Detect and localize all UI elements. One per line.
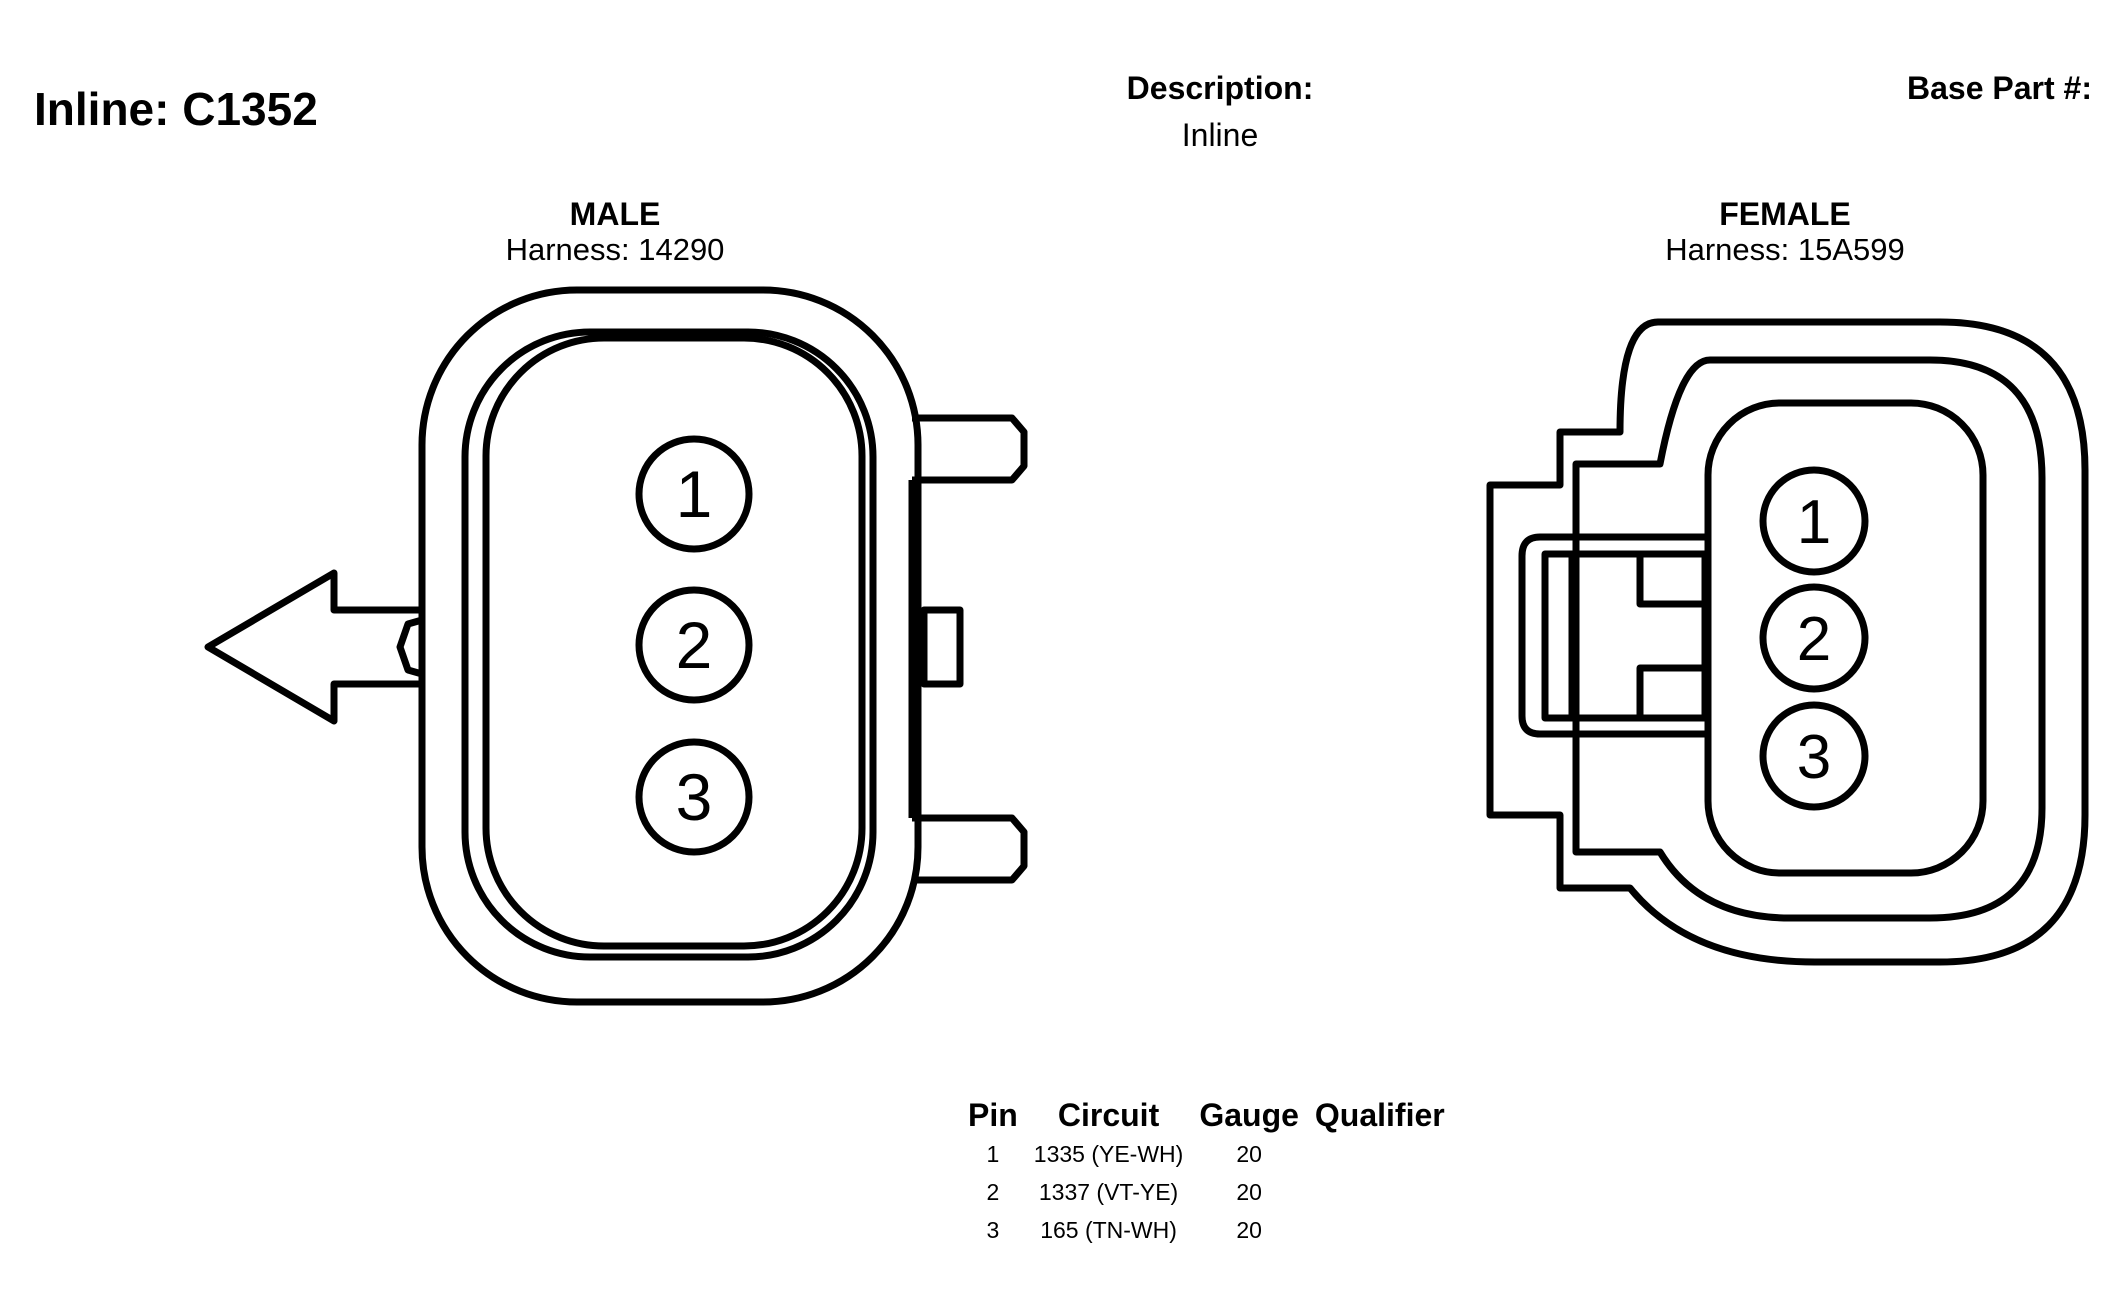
row-circuit: 165 (TN-WH) [1040,1217,1177,1243]
pin-table-header: Pin Circuit Gauge Qualifier [960,1095,1453,1135]
male-pin-2-label: 2 [676,608,713,682]
male-center-tab [920,606,964,688]
male-pin-3-circle [635,738,753,856]
female-lock-step-bottom [1636,664,1708,718]
header-qualifier: Qualifier [1314,1097,1445,1133]
row-qualifier [1307,1135,1453,1173]
table-row: 3 165 (TN-WH) 20 [960,1211,1453,1249]
row-circuit: 1335 (YE-WH) [1033,1141,1184,1167]
male-pin-1-circle [635,435,753,553]
page-title: Inline: C1352 [34,83,318,135]
female-pins: 1 2 3 [1759,466,1869,811]
row-gauge: 20 [1236,1217,1262,1243]
female-connector [1486,318,2089,966]
male-connector-header: MALE Harness: 14290 [430,196,800,268]
row-qualifier [1307,1173,1453,1211]
male-lock-arrow [204,569,426,725]
female-pin-1-circle [1759,466,1869,576]
female-pin-3-circle [1759,701,1869,811]
male-arrow-notch [396,616,423,678]
row-pin: 3 [986,1217,1000,1243]
female-lock-tab-inner [1541,550,1709,722]
male-pin-3-label: 3 [676,760,713,834]
male-inner-rim-inner [482,334,866,950]
male-connector [204,286,1028,1006]
description-value: Inline [1181,117,1259,153]
pin-table: Pin Circuit Gauge Qualifier 1 1335 (YE-W… [960,1095,1453,1249]
base-part-label: Base Part #: [1907,70,2092,106]
female-label: FEMALE [1719,196,1851,232]
female-pin-3-label: 3 [1797,723,1831,792]
male-pins: 1 2 3 [635,435,753,856]
female-pin-2-label: 2 [1797,605,1831,674]
male-harness: Harness: 14290 [505,232,725,267]
female-lock-tab-outline [1518,533,1708,738]
female-connector-header: FEMALE Harness: 15A599 [1600,196,1970,268]
row-qualifier [1307,1211,1453,1249]
female-pin-1-label: 1 [1797,488,1831,557]
female-middle-rim [1572,356,2046,922]
male-top-latch [912,414,1028,484]
male-pin-2-circle [635,586,753,704]
male-inner-rim-outer [461,328,877,961]
table-row: 1 1335 (YE-WH) 20 [960,1135,1453,1173]
row-pin: 2 [986,1179,1000,1205]
row-gauge: 20 [1236,1179,1262,1205]
female-harness: Harness: 15A599 [1665,232,1905,267]
row-gauge: 20 [1236,1141,1262,1167]
female-pin-2-circle [1759,583,1869,693]
description-label: Description: [1126,70,1314,106]
header-gauge: Gauge [1199,1097,1299,1133]
female-lock-step-top [1636,554,1708,608]
female-outer-housing [1486,318,2089,966]
male-pin-1-label: 1 [676,457,713,531]
header-circuit: Circuit [1057,1097,1160,1133]
header-pin: Pin [968,1097,1018,1133]
table-row: 2 1337 (VT-YE) 20 [960,1173,1453,1211]
male-label: MALE [569,196,661,232]
male-bottom-latch [912,814,1028,884]
row-pin: 1 [986,1141,1000,1167]
female-pin-cavity [1704,399,1987,877]
row-circuit: 1337 (VT-YE) [1038,1179,1179,1205]
